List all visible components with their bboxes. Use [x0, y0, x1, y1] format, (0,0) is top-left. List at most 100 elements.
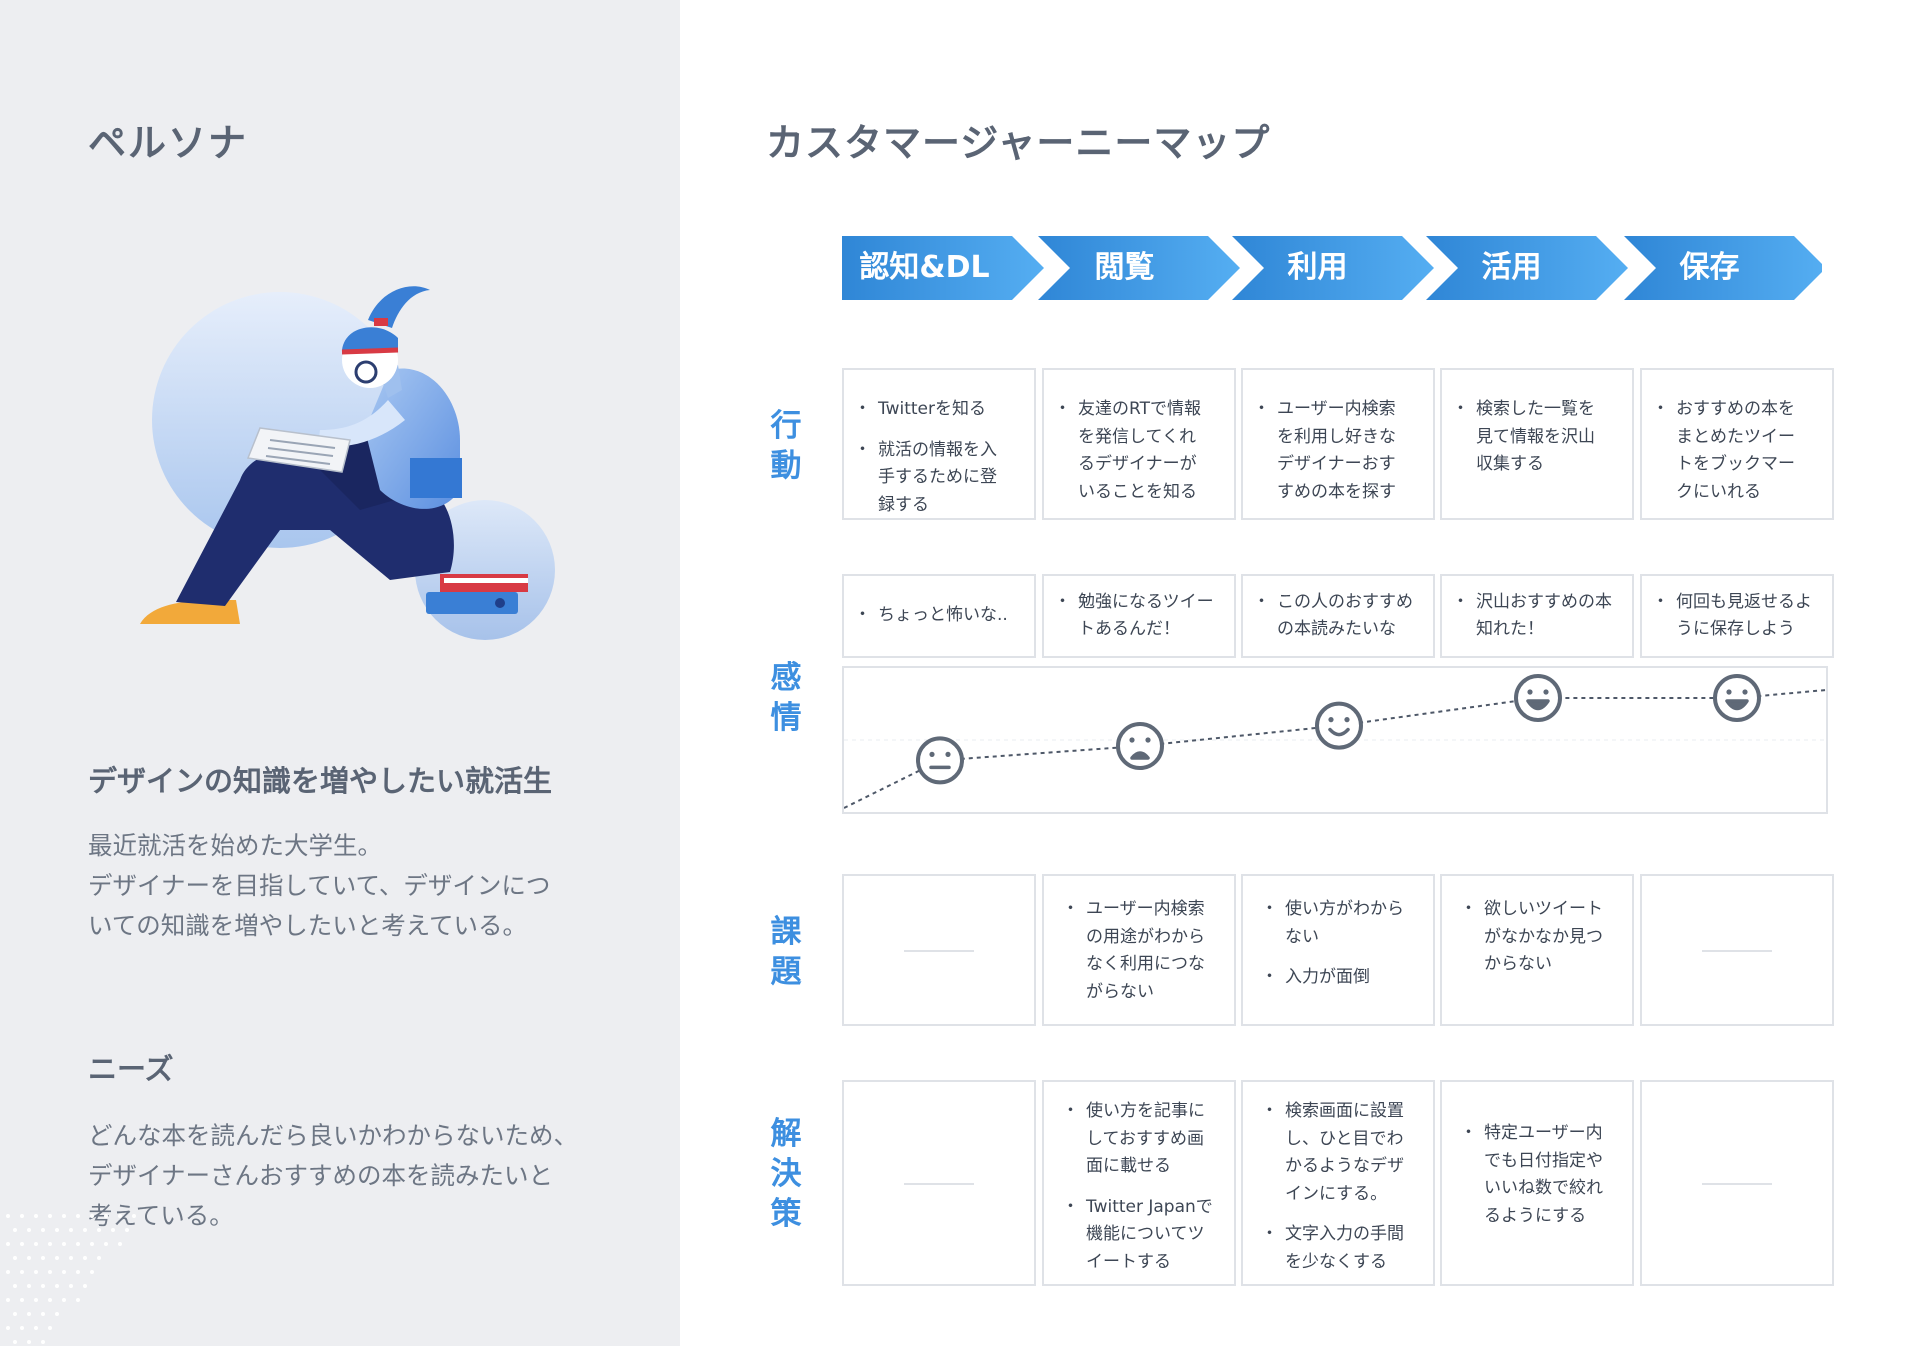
pattern-dot [76, 1214, 80, 1218]
pattern-dot [41, 1312, 45, 1316]
pattern-dot [27, 1256, 31, 1260]
bullet-line: おすすめの本を [1676, 399, 1795, 419]
pattern-dot [48, 1326, 52, 1330]
pattern-dot [34, 1298, 38, 1302]
issue-cell [1640, 874, 1834, 1026]
bullet-line: 録する [878, 494, 929, 515]
bullet-line: を利用し好きな [1277, 426, 1396, 447]
bullet-line: るデザイナーが [1078, 454, 1197, 474]
bullet-line: 就活の情報を入 [878, 439, 997, 460]
pattern-dot [62, 1298, 66, 1302]
decorative-dot-pattern [6, 1214, 136, 1344]
pattern-dot [48, 1242, 52, 1246]
bullet-line: 収集する [1476, 454, 1544, 474]
bullet-line: Twitter Japanで [1086, 1196, 1213, 1217]
pattern-dot [34, 1326, 38, 1330]
pattern-dot [118, 1214, 122, 1218]
bullet-line: がらない [1086, 981, 1154, 1002]
bullet-line: 欲しいツイート [1484, 899, 1603, 919]
pattern-dot [34, 1270, 38, 1274]
issue-cell: 使い方がわからない入力が面倒 [1241, 874, 1435, 1026]
pattern-dot [41, 1256, 45, 1260]
pattern-dot [48, 1270, 52, 1274]
pattern-dot [69, 1284, 73, 1288]
bullet-list: ちょっと怖いな.. [854, 602, 1008, 630]
pattern-dot [111, 1228, 115, 1232]
journey-map-panel: カスタマージャーニーマップ 認知&DL 閲覧 利用 活用 保存 行 動 感 情 … [680, 0, 1910, 1346]
bullet-line: 面に載せる [1086, 1156, 1171, 1176]
bullet-list: 使い方を記事にしておすすめ画面に載せるTwitter Japanで機能についてツ… [1062, 1098, 1226, 1277]
needs-line: 考えている。 [88, 1201, 234, 1230]
emotion-face-smile-icon [1315, 701, 1363, 750]
pattern-dot [132, 1214, 136, 1218]
pattern-dot [125, 1228, 129, 1232]
stage-arrow-bar: 認知&DL 閲覧 利用 活用 保存 [842, 236, 1822, 300]
pattern-dot [55, 1228, 59, 1232]
bullet-line: 知れた！ [1476, 619, 1544, 639]
bullet-line: 入力が面倒 [1285, 967, 1370, 987]
bullet-line: からない [1484, 954, 1552, 974]
issue-cell [842, 874, 1036, 1026]
bullet-line: トをブックマー [1676, 454, 1795, 474]
bullet-line: でも日付指定や [1484, 1150, 1603, 1171]
row-label-action: 行 動 [766, 406, 806, 486]
pattern-dot [13, 1284, 17, 1288]
stage-arrow [1624, 236, 1822, 300]
bullet-line: 機能についてツ [1086, 1224, 1205, 1244]
pattern-dot [76, 1270, 80, 1274]
row-label-char: 策 [770, 1196, 802, 1232]
pattern-dot [76, 1242, 80, 1246]
bullet-line: クにいれる [1676, 481, 1761, 502]
empty-dash [904, 950, 974, 952]
row-label-char: 解 [770, 1116, 802, 1152]
pattern-dot [20, 1326, 24, 1330]
pattern-dot [20, 1270, 24, 1274]
bullet-line: デザイナーおす [1277, 454, 1396, 474]
pattern-dot [6, 1326, 10, 1330]
bullet-line: なく利用につな [1086, 954, 1205, 974]
bullet-line: Twitterを知る [878, 399, 986, 419]
bullet-list: Twitterを知る就活の情報を入手するために登録する [854, 396, 1026, 519]
pattern-dot [69, 1228, 73, 1232]
stage-arrow [1038, 236, 1240, 300]
persona-title: デザインの知識を増やしたい就活生 [88, 764, 553, 798]
bullet-line: 友達のRTで情報 [1078, 399, 1201, 419]
row-label-emotion: 感 情 [766, 658, 806, 738]
needs-heading: ニーズ [88, 1052, 174, 1086]
emotion-face-sad-icon [1116, 722, 1164, 770]
pattern-dot [104, 1214, 108, 1218]
bullet-line: の用途がわから [1086, 926, 1205, 947]
pattern-dot [27, 1228, 31, 1232]
pattern-dot [55, 1256, 59, 1260]
stage-label-use: 利用 [1287, 250, 1348, 285]
pattern-dot [27, 1312, 31, 1316]
description-line: 最近就活を始めた大学生。 [88, 831, 382, 860]
pattern-dot [13, 1340, 17, 1344]
stage-label-awareness: 認知&DL [859, 250, 990, 285]
pattern-dot [104, 1242, 108, 1246]
stage-label-browse: 閲覧 [1094, 250, 1155, 285]
solution-cell [1640, 1080, 1834, 1286]
emotion-curve-svg [843, 674, 1827, 809]
pattern-dot [55, 1284, 59, 1288]
pattern-dot [62, 1214, 66, 1218]
bullet-line: いることを知る [1078, 481, 1197, 502]
bullet-line: を発信してくれ [1078, 426, 1196, 447]
